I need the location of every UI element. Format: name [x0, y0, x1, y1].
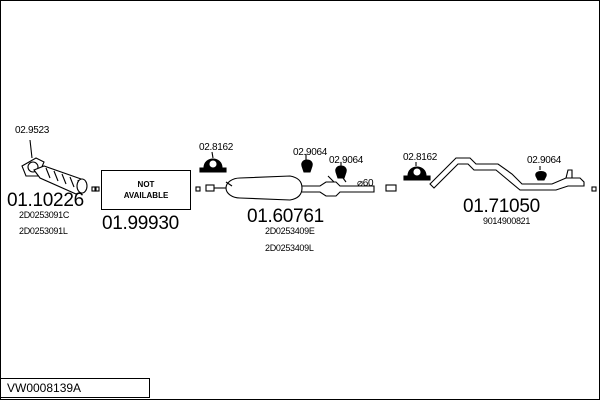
- hanger-2-code: 02.9064: [329, 155, 364, 166]
- not-available-number: 01.99930: [102, 213, 179, 234]
- front-pipe-oe-2: 2D0253091L: [19, 226, 68, 236]
- hanger-3-icon: [535, 166, 547, 181]
- reference-box: VW0008139A: [0, 378, 150, 398]
- front-pipe-number: 01.10226: [7, 190, 84, 211]
- clamp-2-icon: [403, 162, 431, 181]
- not-available-line-2: AVAILABLE: [123, 191, 169, 200]
- middle-silencer-oe-1: 2D0253409E: [265, 226, 315, 236]
- reference-code: VW0008139A: [7, 381, 82, 395]
- middle-silencer-part: [205, 175, 375, 201]
- hanger-3-code: 02.9064: [527, 155, 562, 166]
- clamp-2-code: 02.8162: [403, 152, 438, 163]
- hanger-2-icon: [335, 162, 347, 179]
- hanger-1-icon: [301, 154, 313, 173]
- gasket-front-code: 02.9523: [15, 125, 50, 136]
- rear-silencer-number: 01.71050: [463, 196, 540, 217]
- not-available-box: NOT AVAILABLE: [101, 170, 191, 210]
- connector-marker: [195, 186, 201, 192]
- not-available-line-1: NOT: [137, 180, 155, 189]
- middle-silencer-oe-2: 2D0253409L: [265, 243, 314, 253]
- rear-silencer-oe-1: 9014900821: [483, 216, 531, 226]
- connector-pipe-part: [385, 184, 397, 192]
- pipe-diameter-label: ⌀60: [357, 178, 374, 189]
- clamp-1-code: 02.8162: [199, 142, 234, 153]
- middle-silencer-number: 01.60761: [247, 206, 324, 227]
- connector-marker: [94, 186, 100, 192]
- front-pipe-oe-1: 2D0253091C: [19, 210, 70, 220]
- front-pipe-part: [33, 165, 97, 195]
- hanger-1-code: 02.9064: [293, 147, 328, 158]
- connector-marker: [591, 186, 597, 192]
- rear-pipe-part: [429, 157, 585, 191]
- clamp-1-icon: [199, 151, 227, 173]
